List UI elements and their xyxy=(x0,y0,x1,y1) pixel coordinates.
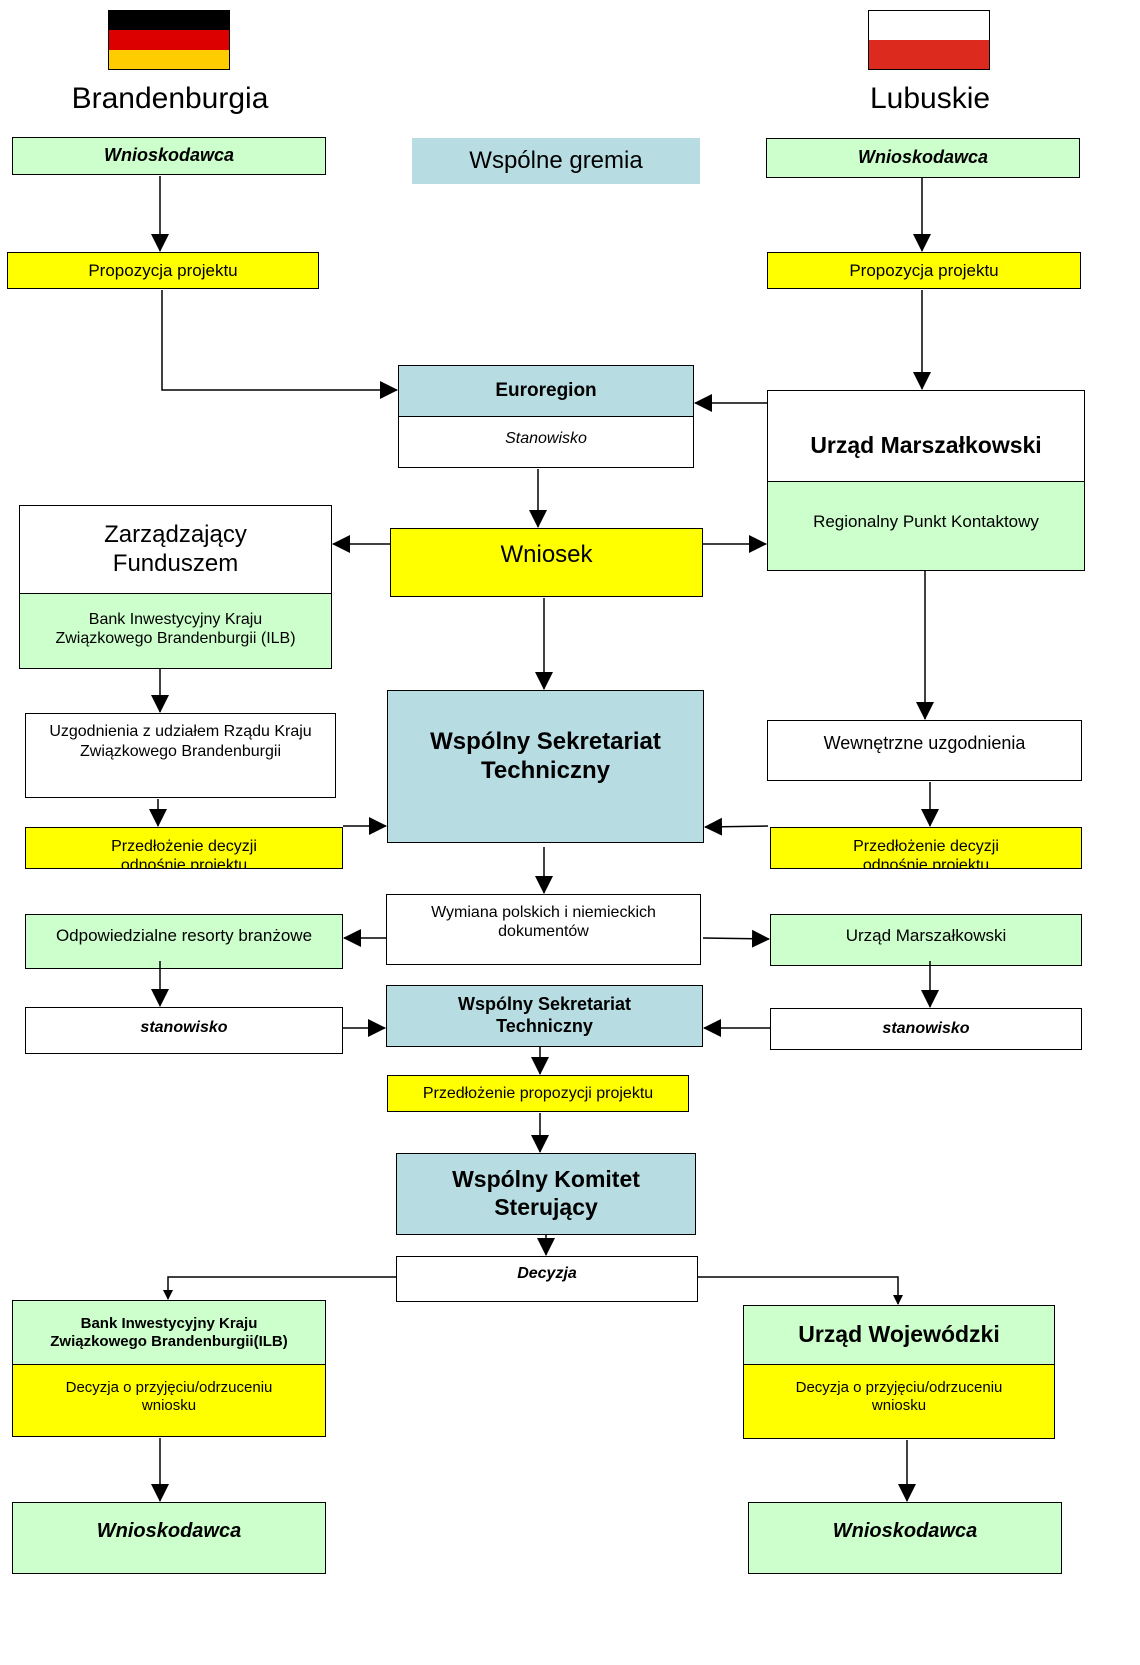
joint-technical-secretariat: Wspólny Sekretariat Techniczny xyxy=(387,690,704,843)
region-lubuskie: Lubuskie xyxy=(869,82,991,115)
project-proposal-left: Propozycja projektu xyxy=(7,252,319,289)
submit-decision-left: Przedłożenie decyzji odnośnie projektu xyxy=(25,827,343,869)
decision-box: Decyzja xyxy=(396,1256,698,1302)
government-agreements: Uzgodnienia z udziałem Rządu Kraju Związ… xyxy=(25,713,336,798)
polish-flag xyxy=(868,10,990,70)
document-exchange: Wymiana polskich i niemieckich dokumentó… xyxy=(386,894,701,965)
euroregion-opinion: Stanowisko xyxy=(398,416,694,468)
submit-project-proposal: Przedłożenie propozycji projektu xyxy=(387,1075,689,1112)
final-decision-right: Decyzja o przyjęciu/odrzuceniu wniosku xyxy=(743,1364,1055,1439)
project-proposal-right: Propozycja projektu xyxy=(767,252,1081,289)
arrow-exchange-to-marshal xyxy=(702,929,770,948)
submit-decision-right: Przedłożenie decyzji odnośnie projektu xyxy=(770,827,1082,869)
final-bank-left: Bank Inwestycyjny Kraju Związkowego Bran… xyxy=(12,1300,326,1365)
legend-joint-bodies: Wspólne gremia xyxy=(412,138,700,184)
applicant-right-top: Wnioskodawca xyxy=(766,138,1080,178)
flag-stripe-red xyxy=(109,30,229,50)
flag-stripe-red xyxy=(869,40,989,69)
joint-steering-committee: Wspólny Komitet Sterujący xyxy=(396,1153,696,1235)
flag-stripe-gold xyxy=(109,49,229,69)
internal-agreements: Wewnętrzne uzgodnienia xyxy=(767,720,1082,781)
region-brandenburg: Brandenburgia xyxy=(71,82,269,115)
applicant-left-bottom: Wnioskodawca xyxy=(12,1502,326,1574)
marshal-office: Urząd Marszałkowski xyxy=(767,390,1085,482)
voivode-office: Urząd Wojewódzki xyxy=(743,1305,1055,1365)
german-flag xyxy=(108,10,230,70)
arrow-submit-right-to-jts xyxy=(704,817,769,836)
marshal-office-2: Urząd Marszałkowski xyxy=(770,914,1082,966)
final-decision-left: Decyzja o przyjęciu/odrzuceniu wniosku xyxy=(12,1364,326,1437)
arrow-decision-to-voivode xyxy=(698,1276,903,1305)
applicant-left-top: Wnioskodawca xyxy=(12,137,326,175)
regional-contact-point: Regionalny Punkt Kontaktowy xyxy=(767,481,1085,571)
joint-technical-secretariat-2: Wspólny Sekretariat Techniczny xyxy=(386,985,703,1047)
responsible-ministries: Odpowiedzialne resorty branżowe xyxy=(25,914,343,969)
application-box: Wniosek xyxy=(390,528,703,597)
applicant-right-bottom: Wnioskodawca xyxy=(748,1502,1062,1574)
arrow-decision-to-left-bank xyxy=(163,1276,396,1300)
flag-stripe-white xyxy=(869,11,989,40)
arrow-proposal-left-to-euroregion xyxy=(161,290,398,399)
opinion-left: stanowisko xyxy=(25,1007,343,1054)
fund-manager-bank: Bank Inwestycyjny Kraju Związkowego Bran… xyxy=(19,593,332,669)
fund-manager: Zarządzający Funduszem xyxy=(19,505,332,594)
flag-stripe-black xyxy=(109,11,229,31)
opinion-right: stanowisko xyxy=(770,1008,1082,1050)
